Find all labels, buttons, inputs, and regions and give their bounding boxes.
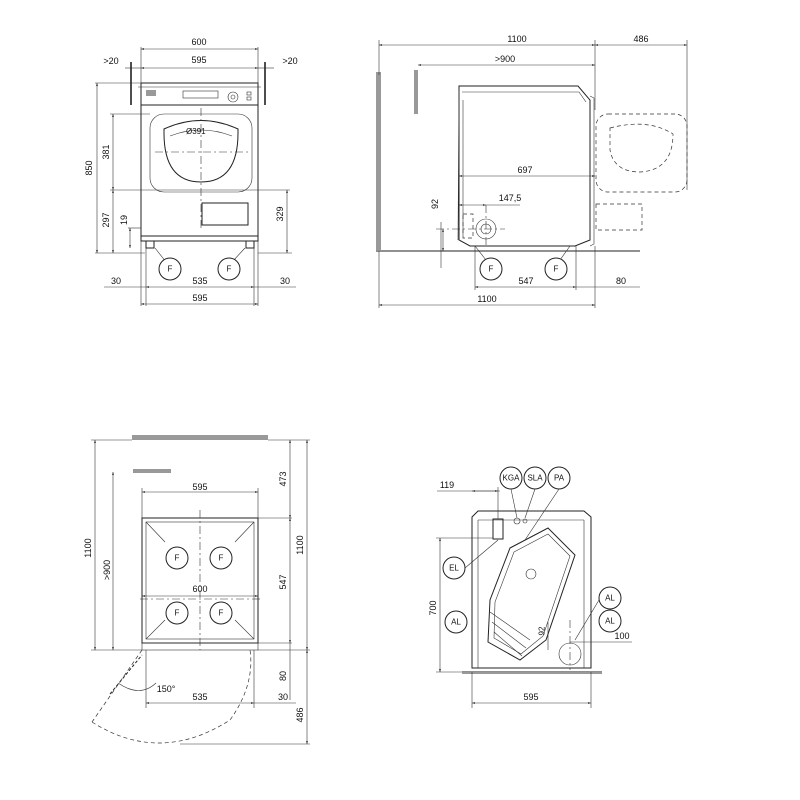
plan-foot-1 (165, 546, 189, 570)
dim-plan-900: >900 (102, 560, 112, 580)
dim-front-595: 595 (191, 55, 206, 65)
dim-plan-30: 30 (278, 692, 288, 702)
rear-view: KGA SLA PA EL AL AL AL 119 700 92 100 (428, 466, 632, 708)
dim-side-697: 697 (517, 165, 532, 175)
rear-conn-al-right-top-label: AL (605, 594, 615, 603)
dim-side-147: 147,5 (499, 193, 522, 203)
side-foot-rear (544, 257, 568, 281)
dim-rear-700: 700 (428, 600, 438, 615)
dim-side-900: >900 (495, 54, 515, 64)
rear-conn-pa-label: PA (554, 474, 565, 483)
dim-plan-473: 473 (278, 471, 288, 486)
dim-front-850: 850 (84, 160, 94, 175)
dim-plan-1100-left: 1100 (83, 538, 93, 557)
dim-front-381: 381 (101, 144, 111, 159)
side-foot-rear-label: F (554, 265, 559, 274)
dim-plan-150: 150° (157, 684, 176, 694)
dim-front-329: 329 (275, 206, 285, 221)
side-foot-front (479, 257, 503, 281)
front-view: 600 595 >20 >20 850 381 297 19 329 Ø391 … (84, 37, 298, 306)
plan-foot-1-label: F (175, 554, 180, 563)
side-wall (376, 72, 381, 250)
dim-front-535: 535 (192, 276, 207, 286)
front-foot-right (217, 257, 241, 281)
rear-conn-al-right-bottom (598, 609, 622, 633)
dim-front-30-right: 30 (280, 276, 290, 286)
front-foot-left (158, 257, 182, 281)
dim-side-486: 486 (633, 34, 648, 44)
dim-rear-119: 119 (440, 480, 454, 490)
side-view: 1100 486 >900 697 147,5 92 F F 547 80 11… (376, 34, 688, 308)
dim-front-left-clearance: >20 (103, 56, 118, 66)
rear-conn-sla-label: SLA (527, 474, 543, 483)
plan-foot-3-label: F (175, 609, 180, 618)
plan-foot-4-label: F (219, 609, 224, 618)
rear-conn-kga-label: KGA (503, 474, 521, 483)
dim-side-80: 80 (616, 276, 626, 286)
dim-front-19: 19 (119, 215, 129, 225)
plan-foot-3 (165, 601, 189, 625)
side-foot-front-label: F (489, 265, 494, 274)
plan-foot-2 (209, 546, 233, 570)
dim-side-1100-top: 1100 (507, 34, 526, 44)
plan-foot-2-label: F (219, 554, 224, 563)
plan-view: F F F F 150° 595 600 1100 >900 473 (83, 435, 310, 745)
plan-foot-4 (209, 601, 233, 625)
dim-rear-100: 100 (614, 631, 629, 641)
rear-conn-el-label: EL (449, 564, 459, 573)
dim-front-297: 297 (101, 212, 111, 227)
dim-rear-595: 595 (523, 692, 538, 702)
dim-plan-600: 600 (192, 584, 207, 594)
dim-front-base-595: 595 (192, 293, 207, 303)
dim-plan-595: 595 (192, 482, 207, 492)
dim-front-door-diameter: Ø391 (186, 127, 206, 136)
dim-side-92: 92 (430, 199, 440, 209)
rear-conn-al-right-bottom-label: AL (605, 617, 615, 626)
dim-plan-547: 547 (278, 574, 288, 589)
dim-front-30-left: 30 (111, 276, 121, 286)
dim-front-right-clearance: >20 (282, 56, 297, 66)
front-foot-left-label: F (168, 265, 173, 274)
rear-conn-al-left (444, 610, 468, 634)
rear-conn-al-left-label: AL (451, 618, 461, 627)
dim-front-600: 600 (191, 37, 206, 47)
dim-side-547: 547 (518, 276, 533, 286)
dim-plan-1100-right: 1100 (295, 535, 305, 554)
dim-rear-92: 92 (538, 626, 547, 635)
dim-plan-80: 80 (278, 671, 288, 681)
dim-plan-535: 535 (192, 692, 207, 702)
dim-plan-486: 486 (295, 707, 305, 722)
rear-conn-al-right-top (598, 586, 622, 610)
dim-side-1100-bottom: 1100 (477, 294, 496, 304)
front-foot-right-label: F (227, 265, 232, 274)
